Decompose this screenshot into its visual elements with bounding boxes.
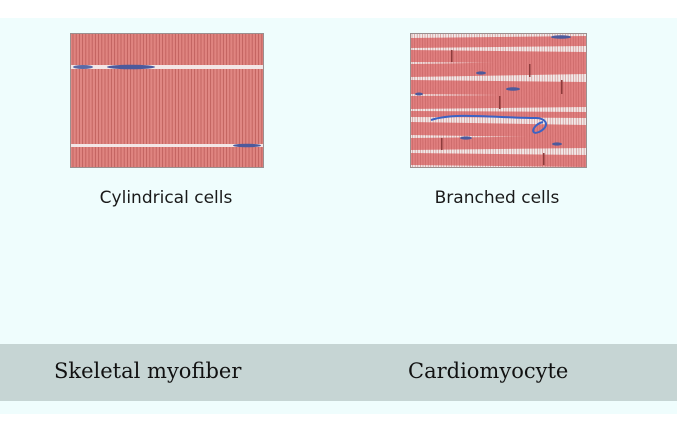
striation-line <box>442 34 445 167</box>
myofiber-bottom <box>71 147 263 167</box>
cardiac-caption: Branched cells <box>434 188 560 208</box>
striation-line <box>432 34 434 167</box>
striation-line <box>463 34 465 167</box>
striation-line <box>515 34 517 167</box>
intercalated-disc <box>543 153 545 165</box>
cardiac-fiber <box>411 94 586 109</box>
blood-vessel <box>430 114 547 134</box>
nucleus <box>551 35 571 39</box>
striation-line <box>474 34 476 167</box>
striation-line <box>544 34 546 167</box>
skeletal-label: Skeletal myofiber <box>54 359 242 383</box>
intercalated-disc <box>499 96 501 109</box>
striation-line <box>484 34 486 167</box>
striation-line <box>489 34 491 167</box>
nucleus <box>107 64 155 70</box>
nucleus <box>506 87 520 91</box>
nucleus <box>552 142 562 146</box>
striation-line <box>513 34 515 167</box>
striation-line <box>494 34 497 167</box>
nucleus <box>415 92 423 96</box>
cardiac-fiber <box>411 80 586 96</box>
striation-line <box>471 34 473 167</box>
striation-line <box>481 34 484 167</box>
striation-line <box>445 34 447 167</box>
intercalated-disc <box>451 50 453 62</box>
striation-line <box>455 34 458 167</box>
cardiac-muscle-drawing <box>411 34 586 167</box>
slide-background: Cylindrical cells Branched cells Skeleta… <box>0 18 677 414</box>
striation-line <box>492 34 494 167</box>
nucleus <box>476 71 486 75</box>
striation-line <box>520 34 523 167</box>
striation-line <box>416 34 419 167</box>
striation-line <box>453 34 455 167</box>
striation-line <box>458 34 460 167</box>
striation-line <box>437 34 439 167</box>
striation-line <box>546 34 549 167</box>
striation-line <box>476 34 478 167</box>
striation-line <box>575 34 577 167</box>
intercalated-disc <box>561 80 563 94</box>
striation-line <box>502 34 504 167</box>
striation-line <box>479 34 481 167</box>
striation-line <box>518 34 520 167</box>
striation-line <box>427 34 429 167</box>
striation-line <box>422 34 424 167</box>
striation-line <box>567 34 569 167</box>
myofiber-top <box>71 34 263 65</box>
striation-line <box>414 34 416 167</box>
striation-line <box>539 34 541 167</box>
striation-line <box>466 34 468 167</box>
striation-line <box>461 34 463 167</box>
striation-line <box>448 34 450 167</box>
striation-line <box>562 34 564 167</box>
myofiber-middle <box>71 69 263 144</box>
striation-line <box>526 34 528 167</box>
striation-line <box>580 34 582 167</box>
striation-line <box>507 34 510 167</box>
label-bar <box>0 344 677 401</box>
striation-line <box>549 34 551 167</box>
striation-line <box>487 34 489 167</box>
intercalated-disc <box>441 138 443 150</box>
striation-line <box>505 34 507 167</box>
intercalated-disc <box>529 64 531 77</box>
striation-line <box>411 34 413 167</box>
cardiac-muscle-illustration <box>410 33 587 168</box>
striation-line <box>583 34 585 167</box>
striation-line <box>578 34 580 167</box>
striation-line <box>523 34 525 167</box>
skeletal-muscle-drawing <box>71 34 263 167</box>
striation-line <box>570 34 572 167</box>
striation-line <box>419 34 421 167</box>
striation-line <box>533 34 536 167</box>
nucleus <box>233 143 261 148</box>
striation-line <box>565 34 567 167</box>
skeletal-caption: Cylindrical cells <box>99 188 233 208</box>
striation-line <box>435 34 437 167</box>
striation-line <box>468 34 471 167</box>
striation-line <box>429 34 432 167</box>
striation-line <box>541 34 543 167</box>
striation-line <box>500 34 502 167</box>
skeletal-muscle-illustration <box>70 33 264 168</box>
nucleus <box>460 136 472 140</box>
striation-line <box>572 34 575 167</box>
striation-line <box>497 34 499 167</box>
nucleus <box>73 65 93 69</box>
striation-line <box>424 34 426 167</box>
striation-line <box>531 34 533 167</box>
striation-line <box>536 34 538 167</box>
striation-line <box>510 34 512 167</box>
striation-line <box>528 34 530 167</box>
cardiac-label: Cardiomyocyte <box>408 359 569 383</box>
